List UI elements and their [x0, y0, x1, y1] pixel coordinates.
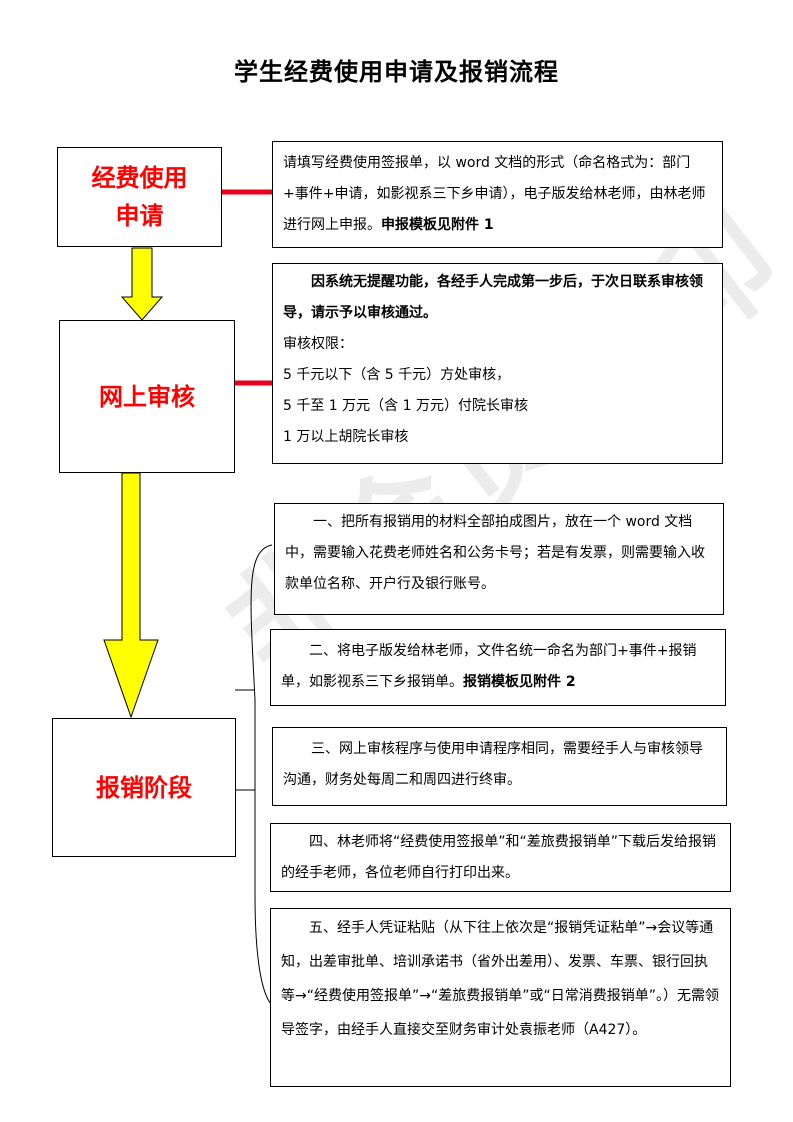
step-4: 四、林老师将“经费使用签报单”和“差旅费报销单”下载后发给报销的经手老师，各位老… [270, 823, 731, 892]
step-2: 二、将电子版发给林老师，文件名统一命名为部门+事件+报销单，如影视系三下乡报销单… [270, 629, 726, 706]
apply-description: 请填写经费使用签报单，以 word 文档的形式（命名格式为：部门+事件+申请，如… [272, 141, 723, 248]
stage-review: 网上审核 [59, 320, 235, 473]
arrow-apply-to-review [120, 247, 164, 321]
step-3: 三、网上审核程序与使用申请程序相同，需要经手人与审核领导沟通，财务处每周二和周四… [272, 727, 727, 806]
review-authority-item-2: 5 千至 1 万元（含 1 万元）付院长审核 [283, 398, 528, 414]
step-4-text: 四、林老师将“经费使用签报单”和“差旅费报销单”下载后发给报销的经手老师，各位老… [281, 834, 717, 881]
step-1: 一、把所有报销用的材料全部拍成图片，放在一个 word 文档中，需要输入花费老师… [274, 503, 724, 615]
review-authority-item-3: 1 万以上胡院长审核 [283, 429, 409, 445]
review-reminder: 因系统无提醒功能，各经手人完成第一步后，于次日联系审核领导，请示予以审核通过。 [283, 274, 703, 321]
apply-template-note: 申报模板见附件 1 [381, 217, 494, 233]
review-authority-item-1: 5 千元以下（含 5 千元）方处审核， [283, 367, 511, 383]
step-2-template-note: 报销模板见附件 2 [463, 674, 576, 690]
apply-description-text: 请填写经费使用签报单，以 word 文档的形式（命名格式为：部门+事件+申请，如… [283, 155, 706, 233]
step-5: 五、经手人凭证粘贴（从下往上依次是“报销凭证粘单”→会议等通知，出差审批单、培训… [270, 908, 731, 1087]
step-1-text: 一、把所有报销用的材料全部拍成图片，放在一个 word 文档中，需要输入花费老师… [285, 514, 705, 592]
step-2-text: 二、将电子版发给林老师，文件名统一命名为部门+事件+报销单，如影视系三下乡报销单… [281, 643, 697, 690]
stage-apply-line2: 申请 [115, 202, 164, 230]
arrow-review-to-reimburse [103, 472, 159, 719]
bracket-reimburse-steps [250, 544, 273, 1006]
stage-review-label: 网上审核 [99, 382, 195, 411]
stage-apply-line1: 经费使用 [91, 164, 188, 192]
review-authority-title: 审核权限： [283, 336, 353, 352]
stage-reimburse-label: 报销阶段 [96, 773, 192, 802]
review-description: 因系统无提醒功能，各经手人完成第一步后，于次日联系审核领导，请示予以审核通过。 … [272, 263, 723, 464]
step-3-text: 三、网上审核程序与使用申请程序相同，需要经手人与审核领导沟通，财务处每周二和周四… [283, 741, 703, 788]
page-title: 学生经费使用申请及报销流程 [234, 58, 559, 86]
stage-reimburse: 报销阶段 [52, 718, 236, 857]
step-5-text: 五、经手人凭证粘贴（从下往上依次是“报销凭证粘单”→会议等通知，出差审批单、培训… [281, 920, 719, 1038]
stage-apply: 经费使用 申请 [57, 147, 222, 247]
